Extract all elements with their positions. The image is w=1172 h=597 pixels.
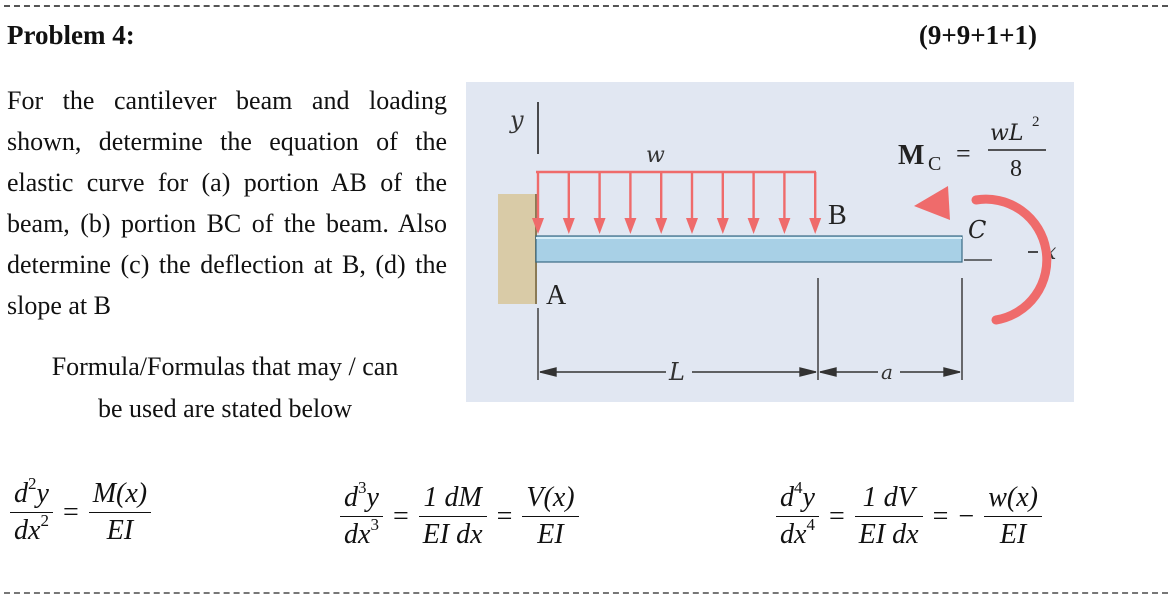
formula-note-line1: Formula/Formulas that may / can xyxy=(51,352,399,381)
moment-equals: = xyxy=(956,139,971,168)
load-arrow-head xyxy=(655,218,668,234)
eq3-rhs-num: w(x) xyxy=(988,482,1038,513)
eq3-lhs: d4y dx4 xyxy=(776,478,819,551)
eq1-lhs-d: d xyxy=(14,478,28,509)
dim-l-label: L xyxy=(668,358,685,386)
eq3-minus-sign: − xyxy=(958,500,975,532)
bottom-divider xyxy=(4,592,1168,594)
eq3-rhs-den: EI xyxy=(984,516,1042,551)
eq3-mid-den: EI dx xyxy=(854,516,923,551)
eq3-mid: 1 dV EI dx xyxy=(854,482,923,551)
eq3-rhs: w(x) EI xyxy=(984,482,1042,551)
point-c-label: C xyxy=(968,216,986,244)
equation-3: d4y dx4 = 1 dV EI dx =− w(x) EI xyxy=(776,478,1042,551)
eq3-mid-num: 1 dV xyxy=(862,482,915,513)
moment-numerator: wL xyxy=(990,121,1023,146)
points-breakdown: (9+9+1+1) xyxy=(918,20,1037,50)
eq1-lhs-den-exp: 2 xyxy=(40,511,49,530)
eq3-lhs-var: y xyxy=(802,482,815,513)
eq2-mid-den: EI dx xyxy=(418,516,487,551)
load-label: w xyxy=(646,143,665,168)
point-a-label: A xyxy=(546,280,567,311)
load-arrow-head xyxy=(747,218,760,234)
load-arrow-head xyxy=(809,218,822,234)
load-arrow-head xyxy=(562,218,575,234)
moment-denominator: 8 xyxy=(1010,156,1022,182)
point-b-label: B xyxy=(828,200,847,231)
load-arrow-head xyxy=(624,218,637,234)
eq1-rhs: M(x) EI xyxy=(88,478,152,547)
load-arrow-head xyxy=(532,218,544,234)
beam xyxy=(535,235,963,263)
eq2-lhs-d: d xyxy=(344,482,358,513)
load-arrows xyxy=(532,172,822,234)
load-arrow-head xyxy=(716,218,729,234)
load-arrow-head xyxy=(686,218,698,234)
moment-exponent: 2 xyxy=(1032,114,1040,130)
y-axis-label: y xyxy=(509,106,524,134)
load-arrow-head xyxy=(778,218,791,234)
eq3-lhs-num-exp: 4 xyxy=(794,478,803,497)
eq2-lhs: d3y dx3 xyxy=(340,478,383,551)
formula-note: Formula/Formulas that may / can be used … xyxy=(0,346,450,430)
wall-support xyxy=(498,194,536,304)
equation-1: d2y dx2 = M(x) EI xyxy=(10,474,152,547)
eq2-rhs-den: EI xyxy=(522,516,579,551)
dim-a xyxy=(819,367,961,377)
eq1-lhs-den: dx xyxy=(14,515,41,546)
formula-note-line2: be used are stated below xyxy=(97,394,353,423)
eq1-rhs-den: EI xyxy=(88,512,152,547)
moment-arrowhead xyxy=(914,186,950,220)
eq1-rhs-num: M(x) xyxy=(92,478,148,509)
load-arrow-head xyxy=(593,218,606,234)
problem-statement: For the cantilever beam and loading show… xyxy=(7,86,447,320)
moment-arc xyxy=(971,194,1052,325)
top-divider xyxy=(4,5,1168,7)
eq2-lhs-den-exp: 3 xyxy=(370,515,379,534)
moment-subscript: C xyxy=(928,153,941,175)
eq2-rhs: V(x) EI xyxy=(522,482,579,551)
dim-l xyxy=(539,367,817,377)
equation-2: d3y dx3 = 1 dM EI dx = V(x) EI xyxy=(340,478,579,551)
eq1-lhs: d2y dx2 xyxy=(10,474,53,547)
problem-title: Problem 4: xyxy=(7,20,135,50)
eq1-lhs-var: y xyxy=(36,478,49,509)
eq2-rhs-num: V(x) xyxy=(526,482,575,513)
eq3-lhs-d: d xyxy=(780,482,794,513)
eq3-lhs-den-exp: 4 xyxy=(806,515,815,534)
eq1-lhs-num-exp: 2 xyxy=(28,474,37,493)
eq2-lhs-den: dx xyxy=(344,519,371,550)
beam-figure: y w A B C x M C = wL 2 8 L a xyxy=(466,82,1074,402)
eq2-mid: 1 dM EI dx xyxy=(418,482,487,551)
eq2-lhs-num-exp: 3 xyxy=(358,478,367,497)
moment-symbol: M xyxy=(898,140,924,171)
eq2-lhs-var: y xyxy=(366,482,379,513)
eq2-mid-num: 1 dM xyxy=(423,482,482,513)
eq3-lhs-den: dx xyxy=(780,519,807,550)
dim-a-label: a xyxy=(881,360,893,384)
